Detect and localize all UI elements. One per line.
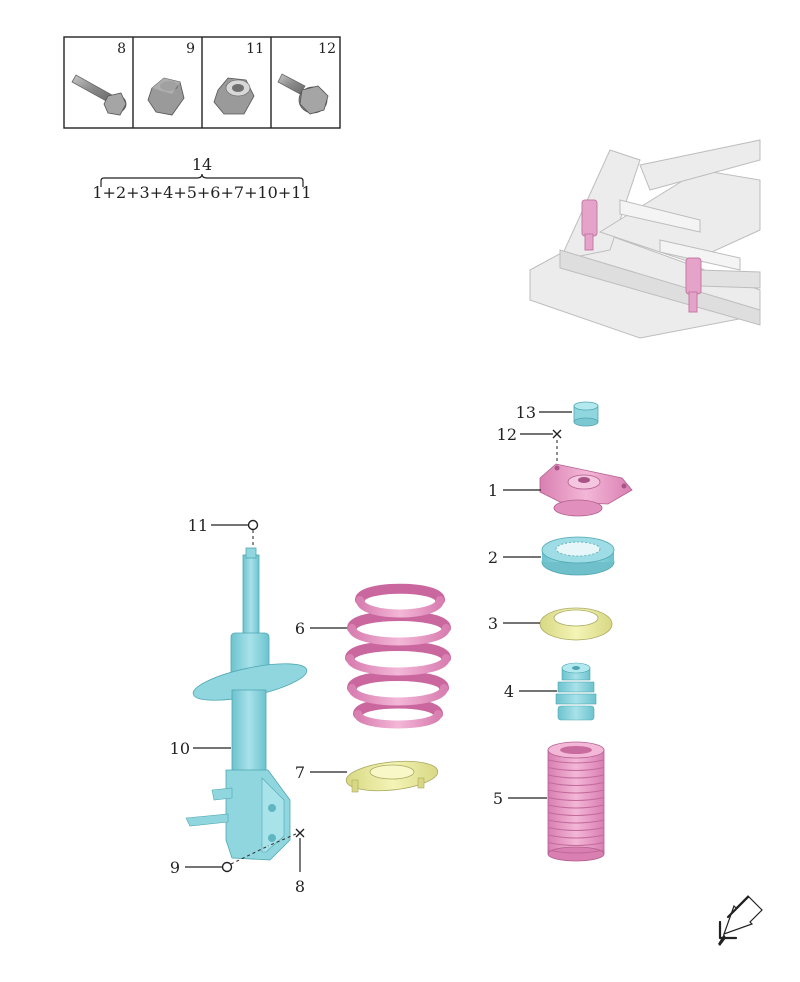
- boot-rib: [547, 834, 605, 839]
- boot-rib: [547, 759, 605, 764]
- box-label-9: 9: [186, 41, 195, 57]
- lower-spring-seat: [345, 760, 439, 793]
- bolt-symbol-8: [295, 828, 305, 838]
- boot-rib: [547, 774, 605, 779]
- vehicle-frame-locator: [529, 139, 761, 339]
- label-part-7: 7: [295, 763, 305, 782]
- label-part-1: 1: [488, 481, 498, 500]
- box-label-11: 11: [246, 41, 264, 57]
- top-mount: [539, 463, 633, 517]
- nut-symbol-9: [221, 861, 233, 873]
- label-part-4: 4: [504, 682, 514, 701]
- assembly-group: 14 1+2+3+4+5+6+7+10+11: [92, 155, 311, 202]
- part-labels: 11 13 12 1 2 3 4 5 6 7 10 9 8: [170, 403, 536, 896]
- boot-rib: [547, 782, 605, 786]
- label-part-11: 11: [188, 516, 208, 535]
- boot-rib: [547, 819, 605, 824]
- leader-lines: [185, 411, 572, 872]
- nut-symbol-11: [247, 519, 259, 531]
- boot-rib: [547, 789, 605, 794]
- direction-arrow-icon: [718, 895, 763, 946]
- bump-stop: [555, 662, 597, 721]
- boot-rib: [547, 842, 605, 846]
- hex-nut-icon: [213, 77, 255, 115]
- fastener-symbols: [221, 429, 562, 873]
- box-label-8: 8: [117, 41, 126, 57]
- dust-cap: [573, 401, 599, 427]
- boot-rib: [547, 849, 605, 854]
- label-part-12: 12: [497, 425, 517, 444]
- label-part-8: 8: [295, 877, 305, 896]
- label-part-3: 3: [488, 614, 498, 633]
- flange-bolt-short-icon: [277, 73, 329, 115]
- upper-spring-seat: [539, 607, 613, 641]
- strut-assembly: [185, 547, 308, 861]
- boot-rib: [547, 797, 605, 801]
- dust-boot: [547, 741, 605, 862]
- label-part-13: 13: [516, 403, 536, 422]
- label-part-5: 5: [493, 789, 503, 808]
- coil-spring: [345, 583, 451, 729]
- boot-rib: [547, 827, 605, 831]
- assembly-components: 1+2+3+4+5+6+7+10+11: [92, 183, 311, 202]
- label-part-10: 10: [170, 739, 190, 758]
- boot-rib: [547, 767, 605, 771]
- boot-rib: [547, 804, 605, 809]
- assembly-number: 14: [192, 155, 212, 174]
- label-part-2: 2: [488, 548, 498, 567]
- bolt-symbol-12: [552, 429, 562, 439]
- label-part-9: 9: [170, 858, 180, 877]
- box-label-12: 12: [318, 41, 336, 57]
- flange-bolt-long-icon: [71, 74, 127, 116]
- hex-nut-icon: [147, 77, 185, 116]
- hardware-box: 8 9 11 12: [63, 36, 341, 129]
- label-part-6: 6: [295, 619, 305, 638]
- strut-bearing: [541, 536, 615, 576]
- boot-rib: [547, 812, 605, 816]
